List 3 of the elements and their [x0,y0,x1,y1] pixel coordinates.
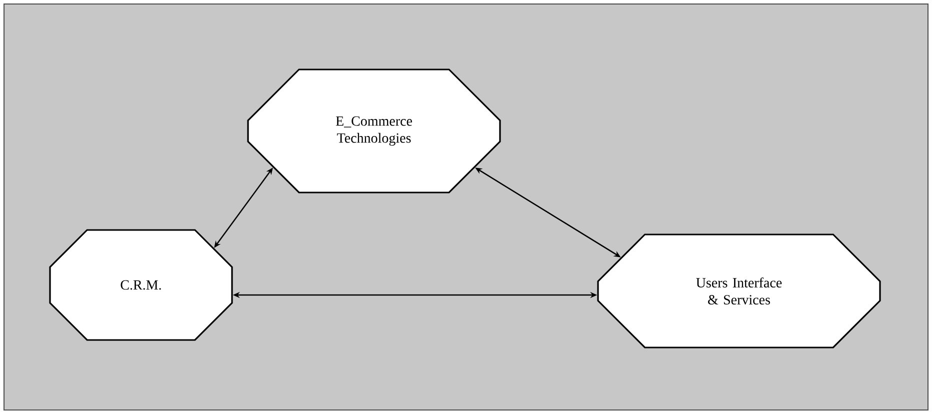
octagon-box: C.R.M. [49,229,233,341]
octagon-box: E_Commerce Technologies [247,68,501,194]
octagon-box: Users Interface & Services [597,234,881,348]
